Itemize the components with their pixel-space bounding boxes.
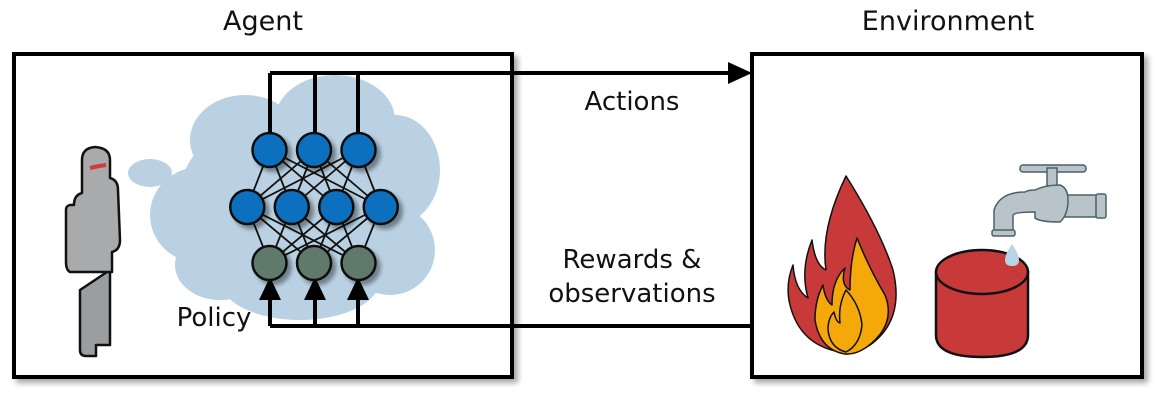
network-node-hidden	[318, 188, 355, 226]
network-edge	[269, 206, 382, 264]
faucet-icon	[991, 164, 1107, 237]
environment-title: Environment	[862, 6, 1034, 37]
network-node-output	[251, 131, 288, 169]
input-arrowhead-icon	[304, 277, 326, 300]
robot-figure-icon	[64, 145, 122, 358]
neural-network	[229, 131, 399, 282]
agent-title: Agent	[223, 6, 303, 37]
network-node-input	[251, 244, 288, 282]
fire-icon	[787, 175, 897, 355]
actions-label: Actions	[585, 87, 680, 117]
network-node-input	[295, 244, 333, 282]
water-bucket-icon	[934, 248, 1030, 359]
input-arrowhead-icon	[259, 277, 281, 300]
network-node-output	[295, 131, 333, 169]
water-drop-icon	[1005, 244, 1019, 266]
network-node-input	[340, 244, 377, 282]
input-arrowhead-icon	[347, 277, 369, 300]
actions-arrowhead-icon	[728, 62, 752, 84]
network-node-hidden	[229, 188, 266, 226]
network-node-hidden	[273, 188, 310, 226]
network-node-hidden	[362, 188, 399, 226]
input-arrowheads	[259, 277, 369, 300]
network-node-output	[340, 131, 377, 169]
rewards-label-line1: Rewards &	[563, 245, 702, 275]
policy-label: Policy	[177, 303, 252, 333]
rewards-label-line2: observations	[548, 279, 715, 309]
network-edge	[246, 149, 359, 208]
